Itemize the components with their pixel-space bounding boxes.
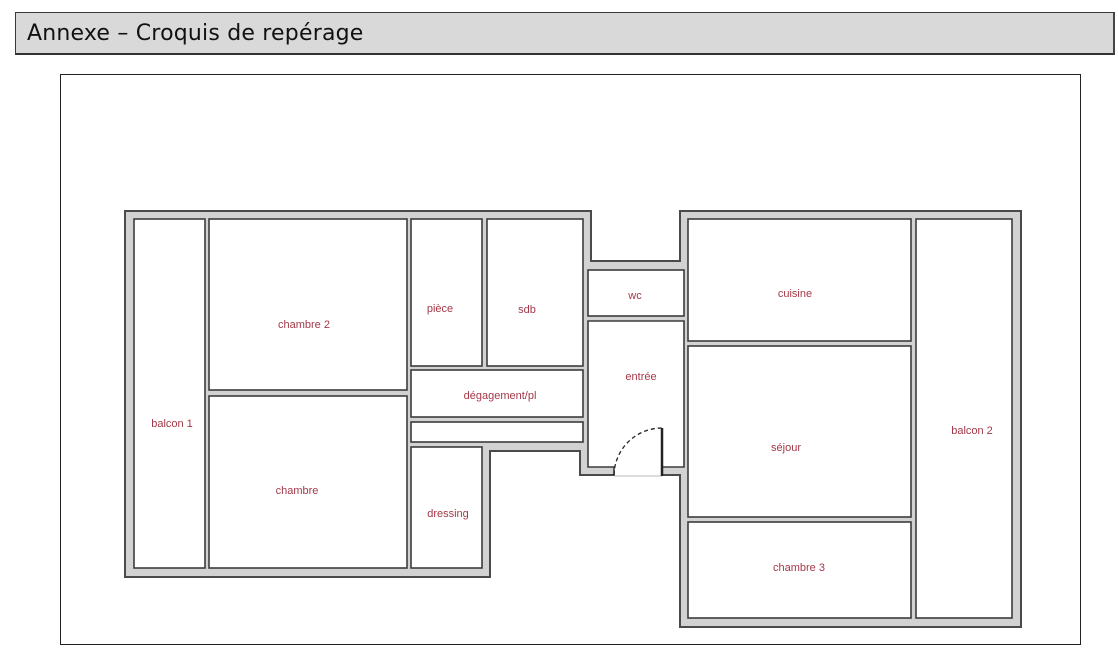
room-dressing [410, 446, 483, 569]
room-piece [410, 218, 483, 367]
door-opening [615, 466, 661, 477]
door-swing-arc-icon [613, 427, 663, 476]
room-label-balcon-1: balcon 1 [151, 418, 193, 430]
room-label-chambre: chambre [275, 485, 319, 497]
room-label-cuisine: cuisine [777, 288, 813, 300]
room-label-entree: entrée [625, 371, 657, 383]
room-balcon-2 [915, 218, 1013, 619]
room-balcon-1 [133, 218, 206, 569]
room-chambre [208, 395, 408, 569]
room-label-degagement: dégagement/pl [463, 390, 537, 402]
room-degagement [410, 369, 584, 418]
room-label-chambre-3: chambre 3 [773, 562, 825, 574]
room-chambre-2 [208, 218, 408, 391]
room-label-balcon-2: balcon 2 [951, 425, 993, 437]
room-corridor-strip [410, 421, 584, 443]
room-cuisine [687, 218, 912, 342]
room-wc [587, 269, 685, 317]
room-label-dressing: dressing [427, 508, 469, 520]
annex-header-bar: Annexe – Croquis de repérage [15, 12, 1115, 55]
room-label-chambre-2: chambre 2 [278, 319, 330, 331]
room-label-piece: pièce [426, 303, 454, 315]
room-label-sdb: sdb [518, 304, 536, 316]
room-sejour [687, 345, 912, 518]
room-chambre-3 [687, 521, 912, 619]
room-label-sejour: séjour [771, 442, 801, 454]
page-title: Annexe – Croquis de repérage [27, 21, 364, 46]
room-sdb [486, 218, 584, 367]
room-entree [587, 320, 685, 476]
room-label-wc: wc [628, 290, 642, 302]
